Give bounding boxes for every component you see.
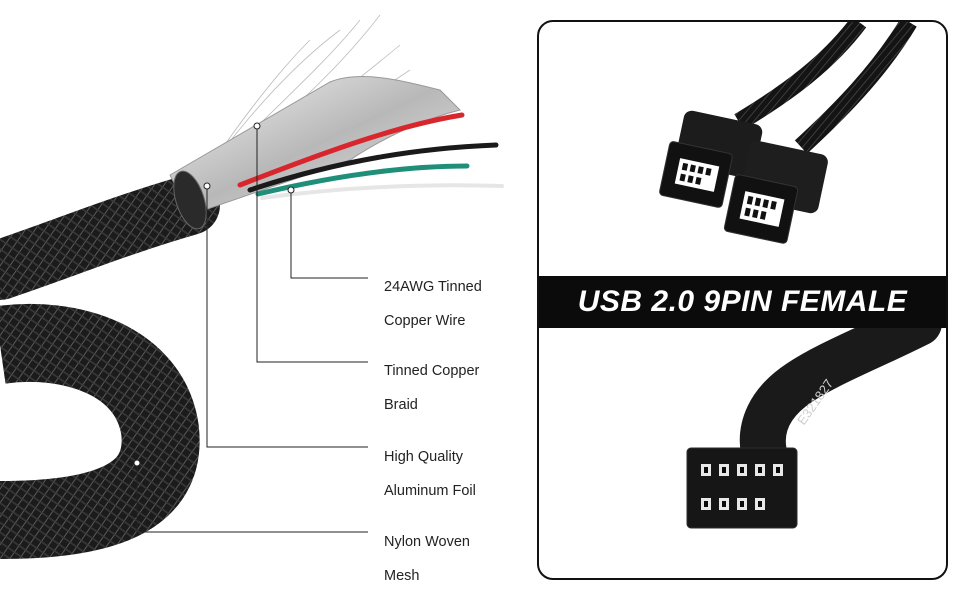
cable-cut-end [173, 170, 207, 230]
leader-line-aluminum-foil [206, 186, 368, 448]
leader-dot-nylon-mesh [133, 459, 141, 467]
leader-line-nylon-mesh [136, 463, 368, 533]
callout-copper-braid-line1: Tinned Copper [384, 363, 480, 379]
cable-upper [0, 175, 220, 300]
callout-nylon-mesh: Nylon Woven Mesh [384, 517, 470, 602]
cable-loop [0, 303, 200, 559]
callout-copper-braid-line2: Braid [384, 397, 418, 413]
header-connector-illustration: E321827 [686, 328, 942, 529]
wire-black [247, 142, 499, 193]
banner-title: USB 2.0 9PIN FEMALE [577, 285, 908, 318]
callout-nylon-mesh-line1: Nylon Woven [384, 534, 470, 550]
leader-dot-copper-wire [287, 186, 295, 194]
cable-cross-section-diagram [0, 14, 504, 559]
leader-dot-copper-braid [253, 122, 261, 130]
callout-copper-wire-line2: Copper Wire [384, 313, 466, 329]
aluminum-foil-layer [169, 76, 461, 216]
leader-line-copper-braid [256, 126, 368, 363]
leader-line-copper-wire [290, 190, 368, 279]
wire-white [260, 183, 504, 200]
dual-connector-illustration [659, 22, 917, 244]
header-connector-body [686, 447, 798, 529]
wire-red [237, 112, 465, 188]
callout-copper-braid: Tinned Copper Braid [384, 346, 479, 431]
callout-aluminum-foil: High Quality Aluminum Foil [384, 432, 476, 517]
leader-dot-aluminum-foil [203, 182, 211, 190]
product-panel: USB 2.0 9PIN FEMALE E321827 [537, 20, 948, 580]
product-banner: USB 2.0 9PIN FEMALE [539, 276, 946, 328]
connector-housing-2 [723, 140, 828, 244]
callout-copper-wire: 24AWG Tinned Copper Wire [384, 262, 482, 347]
connector-housing-1 [659, 110, 763, 208]
callout-nylon-mesh-line2: Mesh [384, 568, 420, 584]
callout-aluminum-foil-line1: High Quality [384, 449, 463, 465]
callout-copper-wire-line1: 24AWG Tinned [384, 279, 482, 295]
callout-aluminum-foil-line2: Aluminum Foil [384, 483, 476, 499]
